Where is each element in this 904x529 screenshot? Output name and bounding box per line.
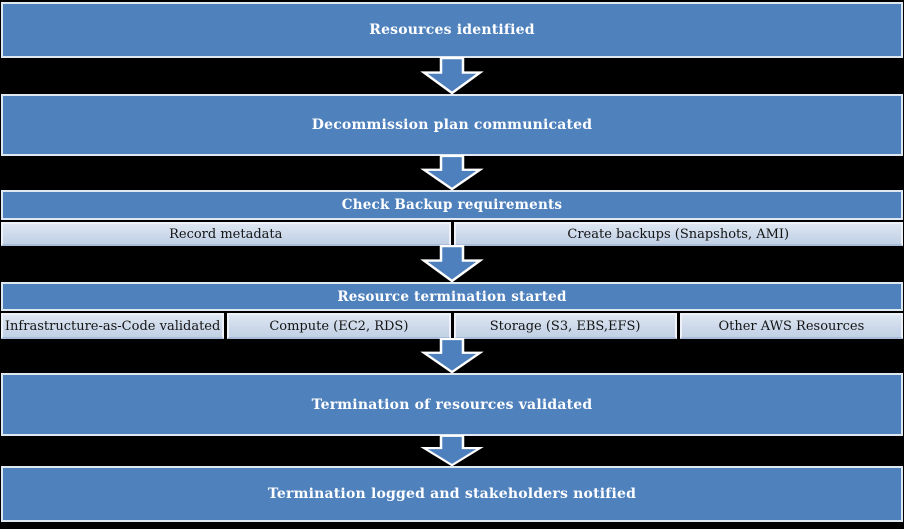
substep-create-backups: Create backups (Snapshots, AMI) (453, 222, 903, 246)
step-decommission-plan: Decommission plan communicated (1, 94, 903, 156)
down-arrow-icon (420, 155, 484, 190)
backup-substeps-row: Record metadata Create backups (Snapshot… (1, 222, 903, 246)
step-label: Termination of resources validated (311, 396, 593, 413)
substep-label: Create backups (Snapshots, AMI) (567, 226, 790, 242)
substep-label: Other AWS Resources (718, 318, 865, 334)
substep-iac-validated: Infrastructure-as-Code validated (1, 313, 225, 339)
substep-other-aws-resources: Other AWS Resources (679, 313, 903, 339)
substep-label: Compute (EC2, RDS) (269, 318, 409, 334)
down-arrow-icon (420, 57, 484, 94)
step-label: Termination logged and stakeholders noti… (267, 486, 637, 502)
step-resources-identified: Resources identified (1, 2, 903, 58)
step-termination-validated: Termination of resources validated (1, 373, 903, 436)
step-resource-termination-started: Resource termination started (1, 282, 903, 311)
substep-label: Infrastructure-as-Code validated (4, 318, 221, 334)
down-arrow-icon (420, 435, 484, 466)
step-check-backup-requirements: Check Backup requirements (1, 190, 903, 220)
substep-label: Record metadata (169, 226, 283, 242)
step-label: Resource termination started (337, 288, 567, 305)
substep-record-metadata: Record metadata (1, 222, 451, 246)
substep-storage: Storage (S3, EBS,EFS) (453, 313, 677, 339)
substep-compute: Compute (EC2, RDS) (227, 313, 451, 339)
termination-substeps-row: Infrastructure-as-Code validated Compute… (1, 313, 903, 339)
step-label: Check Backup requirements (341, 197, 563, 213)
step-label: Decommission plan communicated (311, 117, 593, 133)
step-termination-logged: Termination logged and stakeholders noti… (1, 466, 903, 522)
down-arrow-icon (420, 338, 484, 373)
substep-label: Storage (S3, EBS,EFS) (489, 318, 641, 334)
down-arrow-icon (420, 245, 484, 282)
step-label: Resources identified (369, 22, 535, 38)
